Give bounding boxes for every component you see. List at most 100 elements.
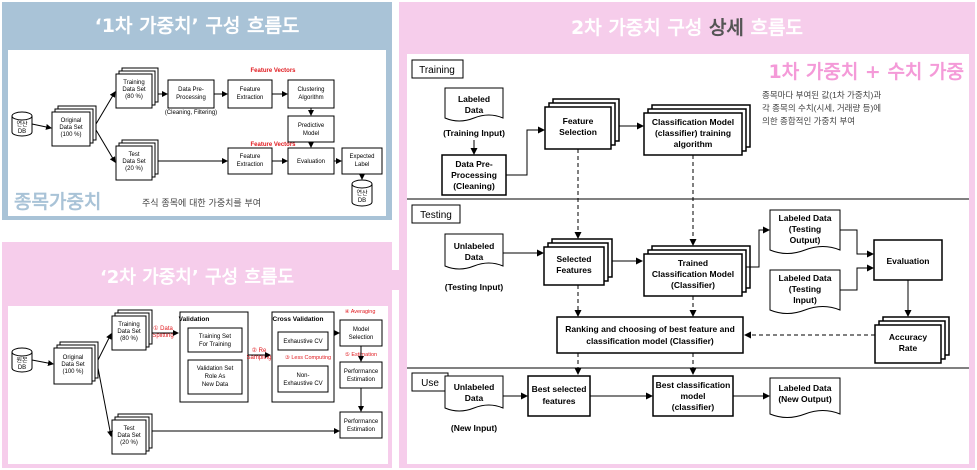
p1-2: Estimation (347, 377, 375, 383)
p1-1: Performance (344, 369, 379, 375)
pink-heading: 1차 가중치 + 수치 가중 (769, 61, 964, 83)
f2-db-2: DB (18, 365, 26, 371)
test-1: Test (128, 152, 139, 158)
eval: Evaluation (297, 159, 325, 165)
fe2-1: Feature (240, 154, 261, 160)
classification-training-stack (643, 104, 751, 156)
original-2: Data Set (59, 125, 83, 131)
original-1: Original (61, 118, 82, 124)
diagram-connector (351, 179, 373, 189)
diagram-connector (874, 324, 942, 364)
fs-1: Feature (563, 116, 594, 126)
detail-title-c: 흐름도 (743, 17, 803, 39)
f2-db-1: 원본 (16, 356, 28, 364)
diagram-connector (840, 229, 874, 258)
use-unlabeled-doc (444, 375, 504, 412)
fs-2: Selection (559, 127, 597, 137)
tm-1: Trained (678, 258, 708, 268)
test-2: Data Set (122, 159, 146, 165)
detail-title-a: 2차 가중치 구성 (571, 17, 709, 39)
rk-1: Ranking and choosing of best feature and (565, 324, 735, 334)
training-input: (Training Input) (443, 128, 505, 138)
flow2-db: 원본 DB (11, 347, 33, 373)
diagram-connector: 종목마다 부여된 값(1차 가중치)과 각 종목의 수치(시세, 거래량 등)에… (762, 90, 881, 126)
diagram-connector (643, 253, 743, 297)
desc-3: 의한 종합적인 가중치 부여 (762, 116, 855, 126)
ms-2: Selection (349, 335, 374, 341)
model-selection-box (339, 319, 383, 347)
step2b: Sampling (246, 355, 271, 361)
vs-3: New Data (202, 382, 229, 388)
tm-2: Classification Model (652, 269, 734, 279)
ti-1: Labeled Data (779, 273, 832, 283)
diagram-connector (544, 106, 612, 150)
validation-set-box (187, 359, 243, 395)
training-dataset: Training Data Set (80 %) (115, 67, 159, 109)
ti-3: Input) (793, 295, 817, 305)
ts-2: For Training (199, 342, 231, 348)
diagram-connector (97, 367, 114, 437)
training-tab (411, 59, 464, 79)
acc-1: Accuracy (889, 332, 928, 342)
pm-2: Model (303, 131, 319, 137)
flow2-test: Test Data Set (20 %) (111, 413, 153, 455)
diagram-connector (543, 246, 605, 286)
f2-orig-2: Data Set (61, 362, 85, 368)
perf1-box (339, 361, 383, 389)
flow1-canvas: 연산 DB Original Data Set (100 %) (8, 50, 386, 216)
ct-3: algorithm (674, 139, 713, 149)
f2-train-1: Training (118, 322, 139, 328)
preprocess-box (167, 79, 215, 109)
exp-1: Expected (349, 154, 374, 160)
ranking-box (556, 316, 744, 354)
diagram-connector (31, 359, 54, 367)
ne-2: Exhaustive CV (283, 381, 322, 387)
vs-2: Role As (205, 374, 226, 380)
preprocess-2: Processing (176, 95, 206, 101)
perf2-box (339, 411, 383, 439)
testing-input-doc (769, 269, 841, 314)
uu-2: Data (465, 393, 484, 403)
ld-1: Labeled (458, 94, 490, 104)
predictive-box (287, 115, 335, 143)
sf-2: Features (556, 265, 592, 275)
ud-1: Unlabeled (454, 241, 495, 251)
pp-1: Data Pre- (455, 159, 492, 169)
feature-selection-stack (544, 98, 620, 150)
to-3: Output) (790, 235, 821, 245)
test-dataset: Test Data Set (20 %) (115, 139, 159, 181)
uu-1: Unlabeled (454, 382, 495, 392)
to-1: Labeled Data (779, 213, 832, 223)
diagram-connector (351, 184, 373, 207)
db2-label-1: 연산 (356, 189, 368, 197)
diagram-connector (840, 264, 874, 291)
labeled-data-doc (444, 87, 504, 122)
pm-1: Predictive (298, 123, 325, 129)
exhaustive: Exhaustive CV (283, 339, 322, 345)
testing-label: Testing (420, 210, 452, 221)
fv-note-2: Feature Vectors (250, 142, 296, 148)
diagram-connector (11, 347, 33, 357)
flow2-canvas: 원본 DB Original Data Set (100 %) Trainin (8, 306, 388, 464)
new-input: (New Input) (451, 423, 497, 433)
testing-tab (411, 204, 461, 224)
testing-output-doc (769, 209, 841, 254)
diagram-connector (95, 129, 116, 163)
original-dataset: Original Data Set (100 %) (51, 105, 97, 147)
pp-3: (Cleaning) (453, 181, 495, 191)
best-model-box (652, 375, 734, 417)
db-cylinder: 연산 DB (11, 111, 33, 137)
ct-1: Classification Model (652, 117, 734, 127)
use-label: Use (421, 378, 439, 389)
db2-cylinder: 연산 DB (351, 179, 373, 207)
f2-train-2: Data Set (117, 329, 141, 335)
fe2-2: Extraction (237, 162, 264, 168)
step1: ① Data (153, 325, 173, 332)
ms-1: Model (353, 327, 369, 333)
diagram-connector (51, 111, 91, 147)
flow2-panel: ‘2차 가중치’ 구성 흐름도 원본 DB Original Data Set (2, 242, 392, 468)
f2-test-3: (20 %) (120, 440, 138, 446)
flow2-training: Training Data Set (80 %) (111, 309, 153, 351)
fe-2: Extraction (237, 95, 264, 101)
flow2-diagram: 원본 DB Original Data Set (100 %) Trainin (11, 308, 383, 455)
